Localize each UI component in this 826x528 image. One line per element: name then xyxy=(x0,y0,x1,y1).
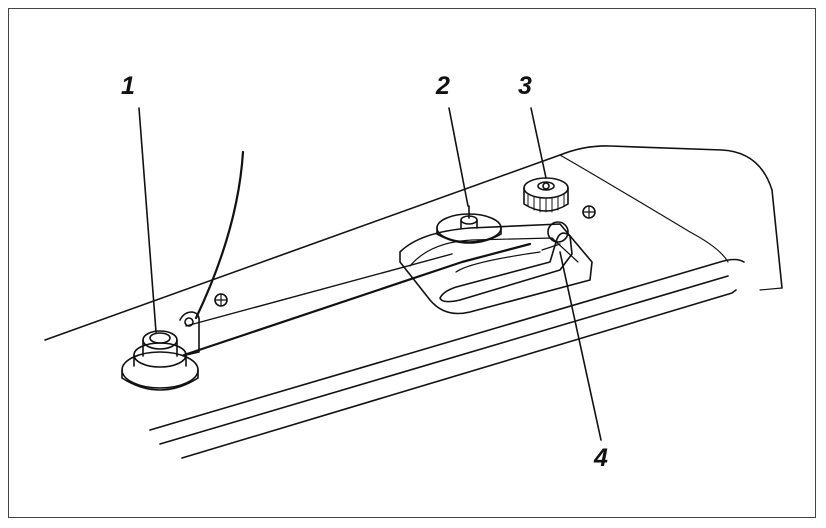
leader-lines xyxy=(138,107,602,441)
callout-label-4: 4 xyxy=(594,444,608,472)
adjustment-knob xyxy=(523,177,569,213)
callout-label-1: 1 xyxy=(121,72,135,100)
thread-guide-post xyxy=(179,311,200,356)
thread xyxy=(182,150,532,357)
callout-label-3: 3 xyxy=(518,72,532,100)
screw-right xyxy=(582,205,596,219)
machine-top-surface xyxy=(44,145,783,459)
leader-line-3 xyxy=(530,107,547,179)
spool-pin xyxy=(121,330,199,391)
leader-line-2 xyxy=(448,107,469,207)
winder-lever xyxy=(439,221,573,303)
winder-base-plate xyxy=(399,223,593,315)
callout-label-2: 2 xyxy=(436,72,450,100)
screw-near-spool xyxy=(214,293,228,307)
tension-disc xyxy=(436,205,502,244)
leader-line-1 xyxy=(138,107,157,333)
leader-line-4 xyxy=(559,251,602,441)
